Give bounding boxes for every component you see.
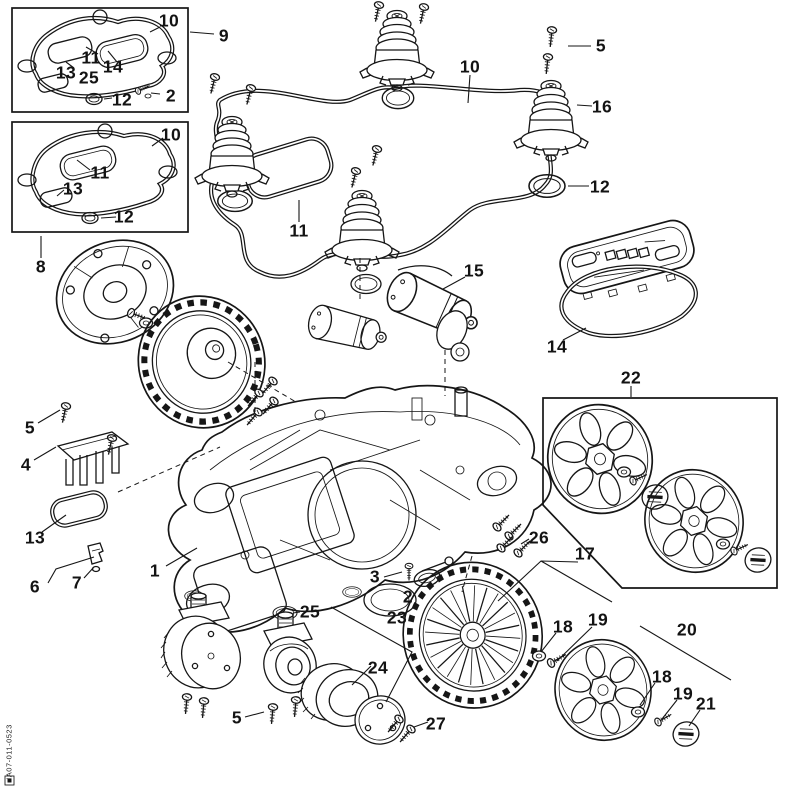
doc-number: IA07-011-0523 — [4, 724, 14, 780]
part-label-ref11: 11 — [289, 220, 309, 241]
part-label-ref10: 10 — [459, 56, 481, 77]
gasket-13-drawing — [50, 490, 108, 528]
screw-5-bottom — [266, 702, 279, 725]
part-label-ref5top: 5 — [595, 35, 607, 56]
part-label-ref24: 24 — [367, 657, 389, 678]
part-label-ref25: 25 — [299, 601, 321, 622]
bracket-4-drawing — [56, 401, 130, 486]
part-label-a12: 12 — [111, 89, 133, 110]
part-label-a13: 13 — [55, 62, 77, 83]
caster-23-drawing — [263, 611, 317, 694]
drive-motors-drawing — [304, 265, 486, 362]
part-label-b12: 12 — [113, 206, 135, 227]
part-label-ref12: 12 — [589, 176, 611, 197]
part-label-ref4: 4 — [20, 454, 32, 475]
part-label-ref27: 27 — [425, 713, 447, 734]
part-label-ref13: 13 — [24, 527, 46, 548]
damper-top-drawing — [359, 0, 435, 92]
part-label-ref14: 14 — [546, 336, 568, 357]
control-panel-drawing — [559, 219, 695, 300]
part-label-ref5left: 5 — [24, 417, 36, 438]
part-label-ref19b: 19 — [672, 683, 694, 704]
part-label-b10: 10 — [160, 124, 182, 145]
part-label-a2: 2 — [165, 85, 177, 106]
hubcap-box-22 — [532, 390, 778, 589]
part-label-ref6: 6 — [29, 576, 41, 597]
part-label-ref17: 17 — [574, 543, 596, 564]
drive-wheel-drawing — [402, 561, 544, 709]
part-label-a11: 11 — [81, 47, 101, 68]
part-label-a10: 10 — [158, 10, 180, 31]
oring-mid — [350, 273, 382, 295]
part-label-ref19a: 19 — [587, 609, 609, 630]
panel-gasket-drawing — [559, 264, 698, 339]
caster-screw-3 — [289, 695, 302, 718]
leader-lines — [33, 45, 732, 728]
tire-24-drawing — [297, 663, 379, 727]
part-label-ref5bot: 5 — [231, 707, 243, 728]
part-label-b11: 11 — [90, 162, 110, 183]
front-wheel-drawing — [137, 295, 266, 429]
leader-9 — [189, 31, 215, 35]
clip-6-7-drawing — [87, 542, 104, 573]
washer-18a — [531, 650, 547, 662]
part-2-lever — [413, 556, 454, 588]
part-label-b13: 13 — [62, 178, 84, 199]
inset-box-a — [11, 7, 189, 113]
part-3-screw — [404, 562, 414, 582]
wheel-hub-plate-drawing — [55, 239, 175, 345]
part-label-ref15: 15 — [463, 260, 485, 281]
part-label-ref1: 1 — [149, 560, 161, 581]
part-label-a14: 14 — [102, 56, 124, 77]
part-label-ref2: 2 — [402, 586, 414, 607]
part-label-a25: 25 — [78, 67, 100, 88]
doc-logo — [4, 775, 15, 786]
part-label-ref3: 3 — [369, 566, 381, 587]
part-label-ref18b: 18 — [651, 666, 673, 687]
oring-caster-mid — [342, 586, 362, 598]
part-label-ref21: 21 — [695, 693, 717, 714]
disc-cap-drawing — [354, 695, 406, 745]
caster-screw-1 — [180, 692, 193, 715]
caster-screw-2 — [197, 696, 210, 719]
part-label-ref23: 23 — [386, 607, 408, 628]
part-label-ref20: 20 — [676, 619, 698, 640]
screws-26 — [490, 511, 534, 560]
part-label-ref26: 26 — [528, 527, 550, 548]
inset-box-b — [11, 121, 189, 233]
part-label-ref7: 7 — [71, 572, 83, 593]
caster-left-drawing — [160, 592, 241, 690]
part-label-ref22: 22 — [620, 367, 642, 388]
chassis-drawing — [167, 384, 552, 634]
damper-middle-drawing — [324, 144, 400, 272]
part-label-ref9: 9 — [218, 25, 230, 46]
part-label-ref16: 16 — [591, 96, 613, 117]
part-label-ref18a: 18 — [552, 616, 574, 637]
part-label-ref8: 8 — [35, 256, 47, 277]
oring-12 — [528, 174, 566, 198]
oring-left — [217, 189, 253, 213]
